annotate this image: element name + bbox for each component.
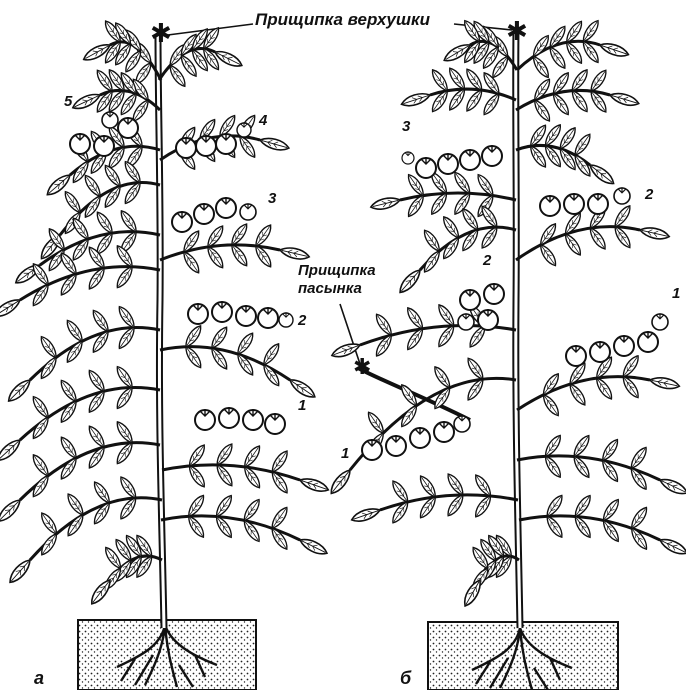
leaf-branch-a-13: [160, 323, 318, 400]
side-label-line2: пасынка: [298, 280, 362, 297]
fruit-cluster-a5: [70, 111, 138, 156]
leaf-branch-b-12: [350, 472, 518, 526]
leaf-branch-b-13: [519, 493, 686, 557]
leaf-branch-b-14: [461, 533, 519, 608]
leaf-branch-a-3: [44, 123, 160, 198]
leaf-branch-a-5: [13, 208, 160, 286]
leaf-branch-a-8: [0, 364, 160, 464]
svg-text:✱: ✱: [353, 355, 371, 380]
leaf-branch-b-3: [516, 67, 640, 123]
fruit-cluster-b3: [402, 145, 502, 178]
fruit-cluster-b2-left: [458, 283, 504, 330]
leaf-branch-a-11: [162, 442, 330, 496]
cluster-number-b1-left: 1: [341, 445, 349, 462]
panel-label-a: а: [34, 668, 44, 689]
fruit-cluster-a1: [195, 407, 285, 434]
leaf-branch-b-1: [517, 18, 630, 80]
svg-text:✱: ✱: [506, 17, 528, 47]
cluster-number-a1: 1: [298, 397, 306, 414]
leaf-branch-b-11: [517, 433, 686, 497]
cluster-number-b2-right: 2: [645, 186, 653, 203]
cluster-number-a2: 2: [298, 312, 306, 329]
cluster-number-b2-left: 2: [483, 252, 491, 269]
top-pinch-label: Прищипка верхушки: [255, 10, 430, 30]
leaf-branch-b-4: [516, 122, 617, 187]
cluster-number-a5: 5: [64, 93, 72, 110]
leaf-branch-a-7: [5, 304, 160, 404]
svg-text:✱: ✱: [150, 19, 172, 49]
side-shoot-pinch-label: Прищипка пасынка: [298, 262, 376, 298]
cluster-number-b3: 3: [402, 118, 410, 135]
leaf-branch-a-12: [161, 493, 329, 558]
cluster-number-b1-right: 1: [672, 285, 680, 302]
side-label-line1: Прищипка: [298, 262, 376, 279]
fruit-cluster-b1-right: [566, 313, 668, 366]
fruit-cluster-b2-right: [540, 187, 630, 216]
leaf-branch-a-16: [88, 533, 162, 607]
plant-a: ✱: [150, 19, 172, 628]
panel-label-b: б: [400, 668, 411, 689]
cluster-number-a3: 3: [268, 190, 276, 207]
leaf-branch-b-6: [396, 204, 516, 296]
cluster-number-a4: 4: [259, 112, 267, 129]
fruit-cluster-a2: [188, 301, 293, 328]
leaf-branch-b-10: [517, 353, 680, 418]
leaf-branch-b-5: [370, 170, 516, 219]
